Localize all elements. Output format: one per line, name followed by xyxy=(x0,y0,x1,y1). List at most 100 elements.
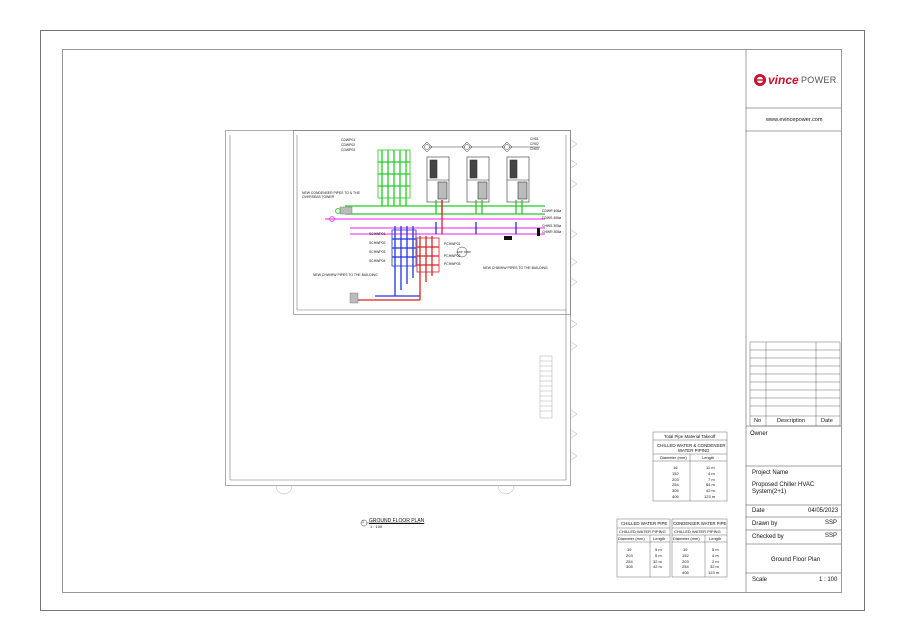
table-row: 19 5 m xyxy=(617,547,670,553)
logo-e-icon xyxy=(754,74,766,86)
pump-label-pchwp01: PCHWP01 xyxy=(444,242,461,246)
pump-label-cdwp01: CDWP01 xyxy=(341,138,356,142)
length-cell: 123 m xyxy=(708,570,720,576)
takeoff-chw-title: CHILLED WATER PIPE xyxy=(621,521,668,526)
condenser-header-grey xyxy=(339,206,353,215)
pipe-tag-marker xyxy=(537,228,540,236)
length-cell: 4 m xyxy=(708,470,715,476)
diameter-cell: 203 xyxy=(626,552,633,558)
view-scale: 1 : 100 xyxy=(370,524,383,529)
takeoff-cdw-title: CONDENSER WATER PIPE xyxy=(673,521,727,526)
length-cell: 42 m xyxy=(706,488,715,494)
diameter-cell: 19 xyxy=(627,547,632,552)
length-cell: 7 m xyxy=(708,476,715,482)
revision-table xyxy=(749,341,841,427)
revision-col-date: Date xyxy=(821,418,833,424)
revision-col-description: Description xyxy=(777,418,805,424)
pump-label-schwp01: SCHWP01 xyxy=(369,232,386,236)
chiller-ch03 xyxy=(506,156,530,203)
drawn-by-label: Drawn by xyxy=(752,521,778,527)
condenser-pipe-end-icon xyxy=(329,216,335,222)
pump-label-cdwp03: CDWP03 xyxy=(341,148,356,152)
table-row: 406 123 m xyxy=(672,570,727,576)
length-cell: 64 m xyxy=(706,482,715,488)
note-building-pipes-right: NEW CHW/HW PIPES TO THE BUILDING xyxy=(483,266,548,270)
chiller-label-ch02: CH02 xyxy=(530,142,539,146)
diameter-cell: 406 xyxy=(682,570,689,576)
header-piping xyxy=(325,218,545,235)
revision-col-no: No xyxy=(754,418,762,424)
diameter-cell: 152 xyxy=(672,470,679,476)
owner-label: Owner xyxy=(750,431,768,437)
length-cell: 32 m xyxy=(653,558,662,564)
takeoff-cdw-col-length: Length xyxy=(709,536,722,541)
chiller-ch02 xyxy=(466,156,490,203)
table-row: 203 7 m xyxy=(653,477,727,483)
table-row: 305 42 m xyxy=(617,564,670,570)
pump-label-schwp04: SCHWP04 xyxy=(369,259,386,263)
expansion-tank-label: EXP. TANK xyxy=(457,250,471,254)
table-row: 152 4 m xyxy=(653,471,727,477)
project-name-label: Project Name xyxy=(752,470,789,476)
chilled-return-piping xyxy=(355,200,443,301)
pipe-stub-black xyxy=(504,236,512,240)
takeoff-total-rows: 16 11 m 152 4 m 203 7 m 254 64 m 305 42 m 406… xyxy=(653,465,727,500)
takeoff-cdw-table-grid xyxy=(671,518,728,578)
building-outline xyxy=(225,130,571,486)
table-row: 254 64 m xyxy=(653,482,727,488)
diameter-cell: 406 xyxy=(672,493,679,499)
diameter-cell: 305 xyxy=(626,564,633,570)
logo-suffix: POWER xyxy=(801,75,837,85)
view-title-icon xyxy=(360,519,420,527)
takeoff-total-table-grid xyxy=(652,431,728,502)
diameter-cell: 254 xyxy=(682,564,689,570)
door-swings-bottom xyxy=(275,485,515,495)
project-name-line2: System(2+1) xyxy=(752,489,787,495)
table-row: 305 42 m xyxy=(653,488,727,494)
outer-border xyxy=(40,30,865,611)
logo-word: vince xyxy=(768,73,799,87)
pipe-tag-chws: CHWS 305ø xyxy=(542,224,562,228)
takeoff-cdw-subtitle: CHILLED WATER PIPING xyxy=(674,529,721,534)
takeoff-chw-table-grid xyxy=(616,518,671,578)
building-pipe-end-grey xyxy=(349,292,359,304)
condenser-water-piping xyxy=(345,149,545,215)
length-cell: 42 m xyxy=(653,564,662,570)
length-cell: 5 m xyxy=(712,547,719,552)
takeoff-total-subtitle1: CHILLED WATER & CONDENSER xyxy=(657,443,726,448)
logo-wordmark: vince xyxy=(768,73,799,87)
diameter-cell: 19 xyxy=(683,547,688,552)
condenser-pipe-end-green-icon xyxy=(335,208,341,214)
length-cell: 5 m xyxy=(655,547,662,552)
project-name-line1: Proposed Chiller HVAC xyxy=(752,482,815,488)
website-link[interactable]: www.evincepower.com xyxy=(766,117,823,123)
table-row: 19 5 m xyxy=(672,547,727,553)
takeoff-chw-subtitle: CHILLED WATER PIPING xyxy=(619,529,666,534)
chiller-label-ch03: CH03 xyxy=(530,147,539,151)
expansion-tank-icon xyxy=(456,246,468,258)
date-label: Date xyxy=(752,508,765,514)
valve-markers xyxy=(421,141,540,153)
inner-border xyxy=(62,49,842,593)
door-swings-right xyxy=(570,139,578,461)
view-number: 1 xyxy=(362,520,364,524)
diameter-cell: 305 xyxy=(672,488,679,494)
pipe-tag-cdwr: CDWR 406ø xyxy=(542,209,562,213)
takeoff-total-title: Total Pipe Material Takeoff xyxy=(664,434,716,439)
note-condenser-pipes: NEW CONDENSER PIPES TO & THE OVERSEAS TO… xyxy=(302,191,360,199)
drawn-by-value: SSP xyxy=(825,520,838,526)
view-title: GROUND FLOOR PLAN xyxy=(369,518,425,524)
length-cell: 11 m xyxy=(706,465,715,470)
diameter-cell: 203 xyxy=(672,476,679,482)
diameter-cell: 16 xyxy=(673,465,678,470)
diameter-cell: 254 xyxy=(672,482,679,488)
pipe-tag-cdws: CDWS 406ø xyxy=(542,216,562,220)
